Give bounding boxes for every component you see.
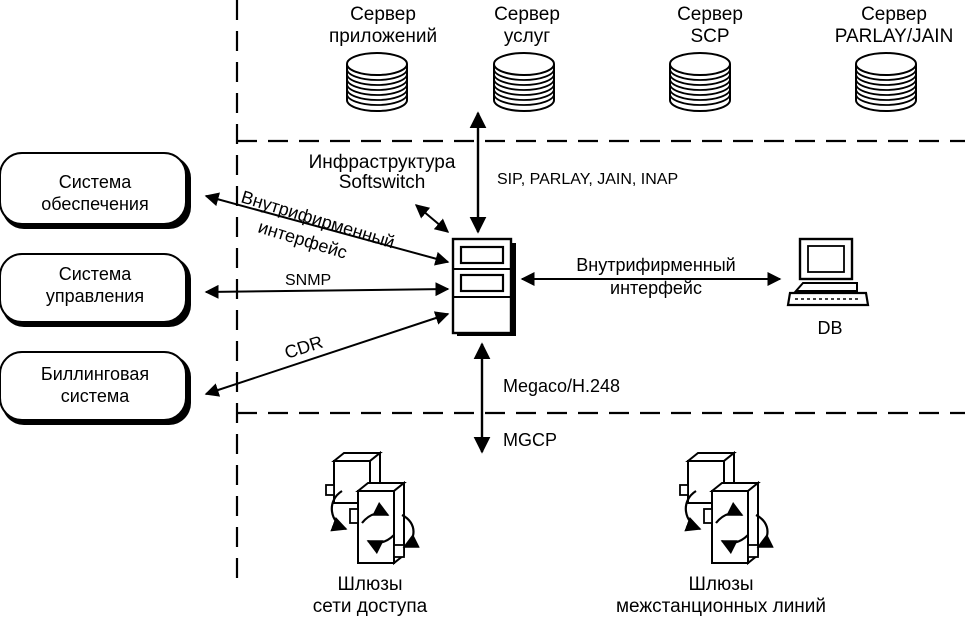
system-label-line1: Биллинговая [41,364,149,384]
computer-icon [786,237,870,307]
server-label-line1: Сервер [677,4,743,25]
cdr-label: CDR [282,332,325,363]
database-icon [669,52,731,112]
gateway-label-line2: межстанционных линий [616,596,826,617]
server-applications: Сервер приложений [329,4,437,112]
server-services: Сервер услуг [493,4,560,112]
snmp-label: SNMP [285,272,331,289]
db-link-label-line1: Внутрифирменный [576,255,735,275]
database-icon [346,52,408,112]
system-label-line1: Система [59,172,132,192]
database-icon [493,52,555,112]
server-label-line2: приложений [329,26,437,47]
system-label-line2: обеспечения [41,194,148,214]
system-label-line1: Система [59,264,132,284]
gateway-label-line1: Шлюзы [688,574,753,595]
gateway-label-line1: Шлюзы [337,574,402,595]
system-management: Система управления [0,253,191,327]
server-label-line2: услуг [504,26,550,47]
arrow-infrastructure [414,204,450,233]
server-label-line1: Сервер [350,4,416,25]
system-billing: Биллинговая система [0,351,191,425]
gateway-access: Шлюзы сети доступа [313,453,428,617]
gateway-icon [680,453,768,563]
arrow-cdr-link [204,311,450,397]
mgcp-label: MGCP [503,430,557,450]
db-link-label-line2: интерфейс [610,278,702,298]
softswitch-server-icon [451,237,516,336]
server-label-line1: Сервер [861,4,927,25]
infrastructure-label-line2: Softswitch [339,172,426,193]
protocols-top-label: SIP, PARLAY, JAIN, INAP [497,171,678,188]
arrow-support-link [204,192,450,266]
server-parlay-jain: Сервер PARLAY/JAIN [835,4,954,112]
server-scp: Сервер SCP [669,4,743,112]
system-label-line2: система [61,386,130,406]
db-label: DB [817,318,842,338]
arrow-snmp-link [204,282,450,299]
database-icon [855,52,917,112]
gateway-trunk: Шлюзы межстанционных линий [616,453,826,617]
server-label-line2: PARLAY/JAIN [835,26,954,47]
server-label-line2: SCP [690,26,729,47]
system-label-line2: управления [46,286,144,306]
megaco-label: Megaco/H.248 [503,376,620,396]
system-support: Система обеспечения [0,152,191,229]
gateway-icon [326,453,414,563]
server-label-line1: Сервер [494,4,560,25]
infrastructure-label-line1: Инфраструктура [309,152,456,173]
gateway-label-line2: сети доступа [313,596,428,617]
